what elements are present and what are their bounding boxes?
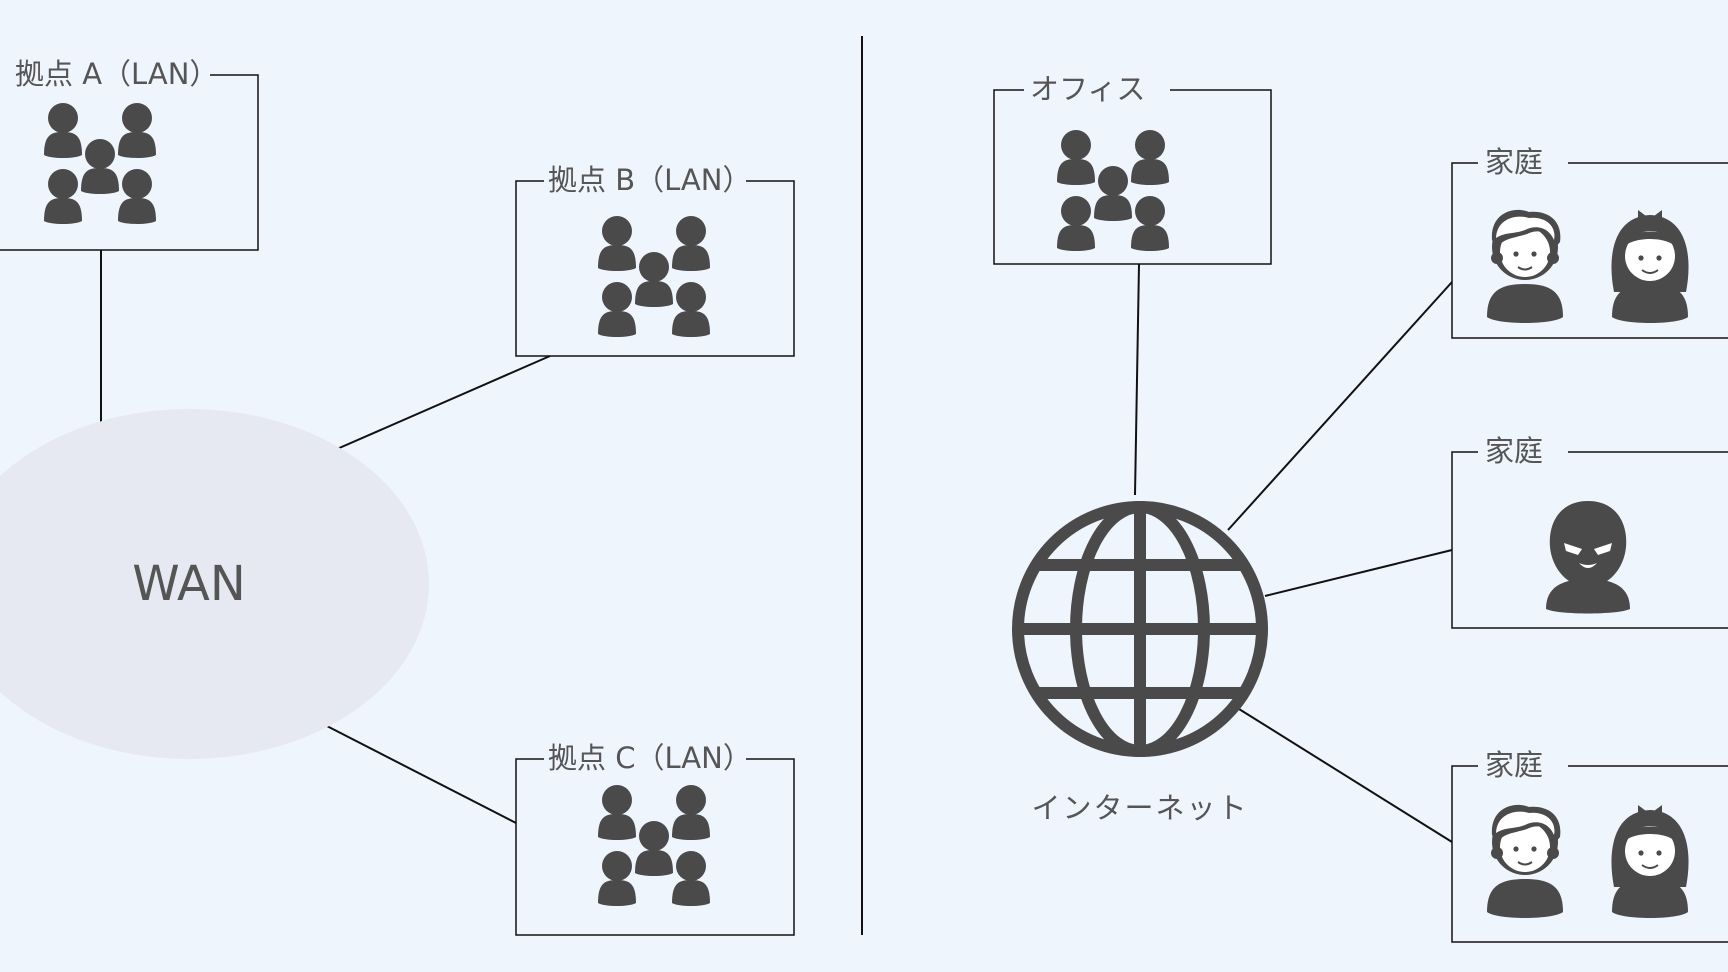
wan-links (100, 250, 551, 824)
internet: インターネット (1012, 501, 1268, 825)
link-home3-internet (1238, 708, 1453, 843)
people-group-icon (44, 103, 156, 224)
wan-label: WAN (132, 556, 246, 612)
home-2: 家庭 (1451, 434, 1728, 629)
home-1: 家庭 (1451, 145, 1728, 339)
link-home1-internet (1227, 281, 1453, 531)
man-icon (1486, 803, 1564, 919)
woman-icon (1610, 804, 1690, 919)
office: オフィス (993, 72, 1272, 265)
site-b-label: 拠点 B（LAN） (548, 163, 751, 197)
site-a-label: 拠点 A（LAN） (15, 57, 218, 91)
link-b-wan (336, 355, 551, 450)
people-group-icon (598, 216, 710, 337)
masked-intruder-icon (1546, 501, 1630, 614)
link-c-wan (322, 723, 517, 824)
office-label: オフィス (1030, 72, 1145, 106)
home-2-label: 家庭 (1485, 434, 1543, 468)
people-group-icon (598, 785, 710, 906)
man-icon (1486, 208, 1564, 324)
link-home2-internet (1264, 549, 1453, 597)
site-c-label: 拠点 C（LAN） (548, 741, 752, 775)
internet-links (1134, 263, 1453, 843)
link-office-internet (1134, 263, 1140, 496)
site-a: 拠点 A（LAN） (0, 57, 259, 251)
site-c: 拠点 C（LAN） (515, 741, 795, 936)
home-1-label: 家庭 (1485, 145, 1543, 179)
internet-label: インターネット (1031, 791, 1248, 825)
people-group-icon (1057, 130, 1169, 251)
wan-cloud: WAN (0, 409, 429, 759)
home-3: 家庭 (1451, 748, 1728, 943)
globe-icon (1012, 501, 1268, 757)
woman-icon (1610, 209, 1690, 324)
home-3-label: 家庭 (1485, 748, 1543, 782)
site-b: 拠点 B（LAN） (515, 163, 795, 357)
